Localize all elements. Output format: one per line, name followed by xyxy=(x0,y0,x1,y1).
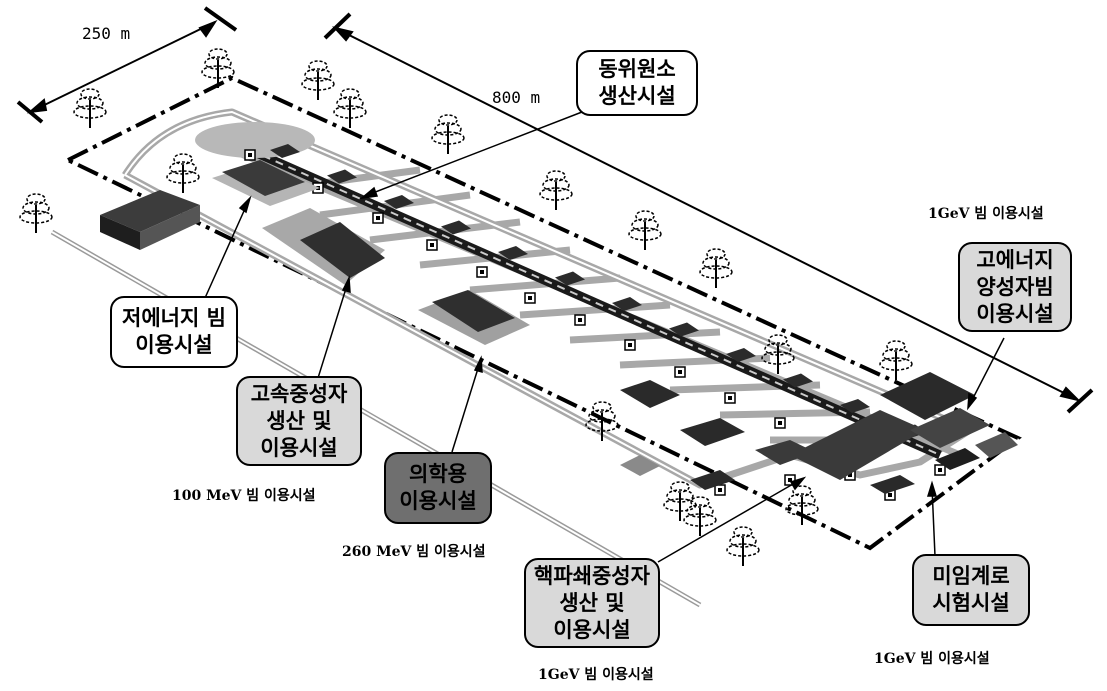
caption-100mev: 100 MeV 빔 이용시설 xyxy=(172,485,316,505)
caption-1gev-subcritical: 1GeV 빔 이용시설 xyxy=(874,648,990,668)
width-dimension-label: 250 m xyxy=(82,24,130,43)
tree-icon xyxy=(20,194,52,233)
callout-low-energy-beam: 저에너지 빔 이용시설 xyxy=(110,296,238,368)
tree-icon xyxy=(302,61,334,100)
caption-1gev-high-energy: 1GeV 빔 이용시설 xyxy=(928,203,1044,223)
tree-icon xyxy=(202,49,234,88)
tree-icon xyxy=(432,115,464,154)
tree-icon xyxy=(880,341,912,380)
tree-icon xyxy=(727,527,759,566)
tree-icon xyxy=(684,497,716,536)
callout-medical: 의학용 이용시설 xyxy=(384,452,492,524)
tree-icon xyxy=(74,89,106,128)
tree-icon xyxy=(700,249,732,288)
callout-subcritical-reactor: 미임계로 시험시설 xyxy=(912,554,1030,626)
callout-spallation-neutron: 핵파쇄중성자 생산 및 이용시설 xyxy=(524,558,660,648)
callout-isotope-production: 동위원소 생산시설 xyxy=(576,50,698,116)
tree-icon xyxy=(334,89,366,128)
caption-1gev-spallation: 1GeV 빔 이용시설 xyxy=(538,664,654,684)
tree-icon xyxy=(629,211,661,250)
length-dimension-label: 800 m xyxy=(492,88,540,107)
tree-icon xyxy=(540,171,572,210)
caption-260mev: 260 MeV 빔 이용시설 xyxy=(342,541,486,561)
tree-icon xyxy=(167,154,199,193)
beam-stations xyxy=(270,144,927,439)
callout-high-energy-proton: 고에너지 양성자빔 이용시설 xyxy=(958,242,1072,332)
callout-fast-neutron: 고속중성자 생산 및 이용시설 xyxy=(236,376,362,466)
